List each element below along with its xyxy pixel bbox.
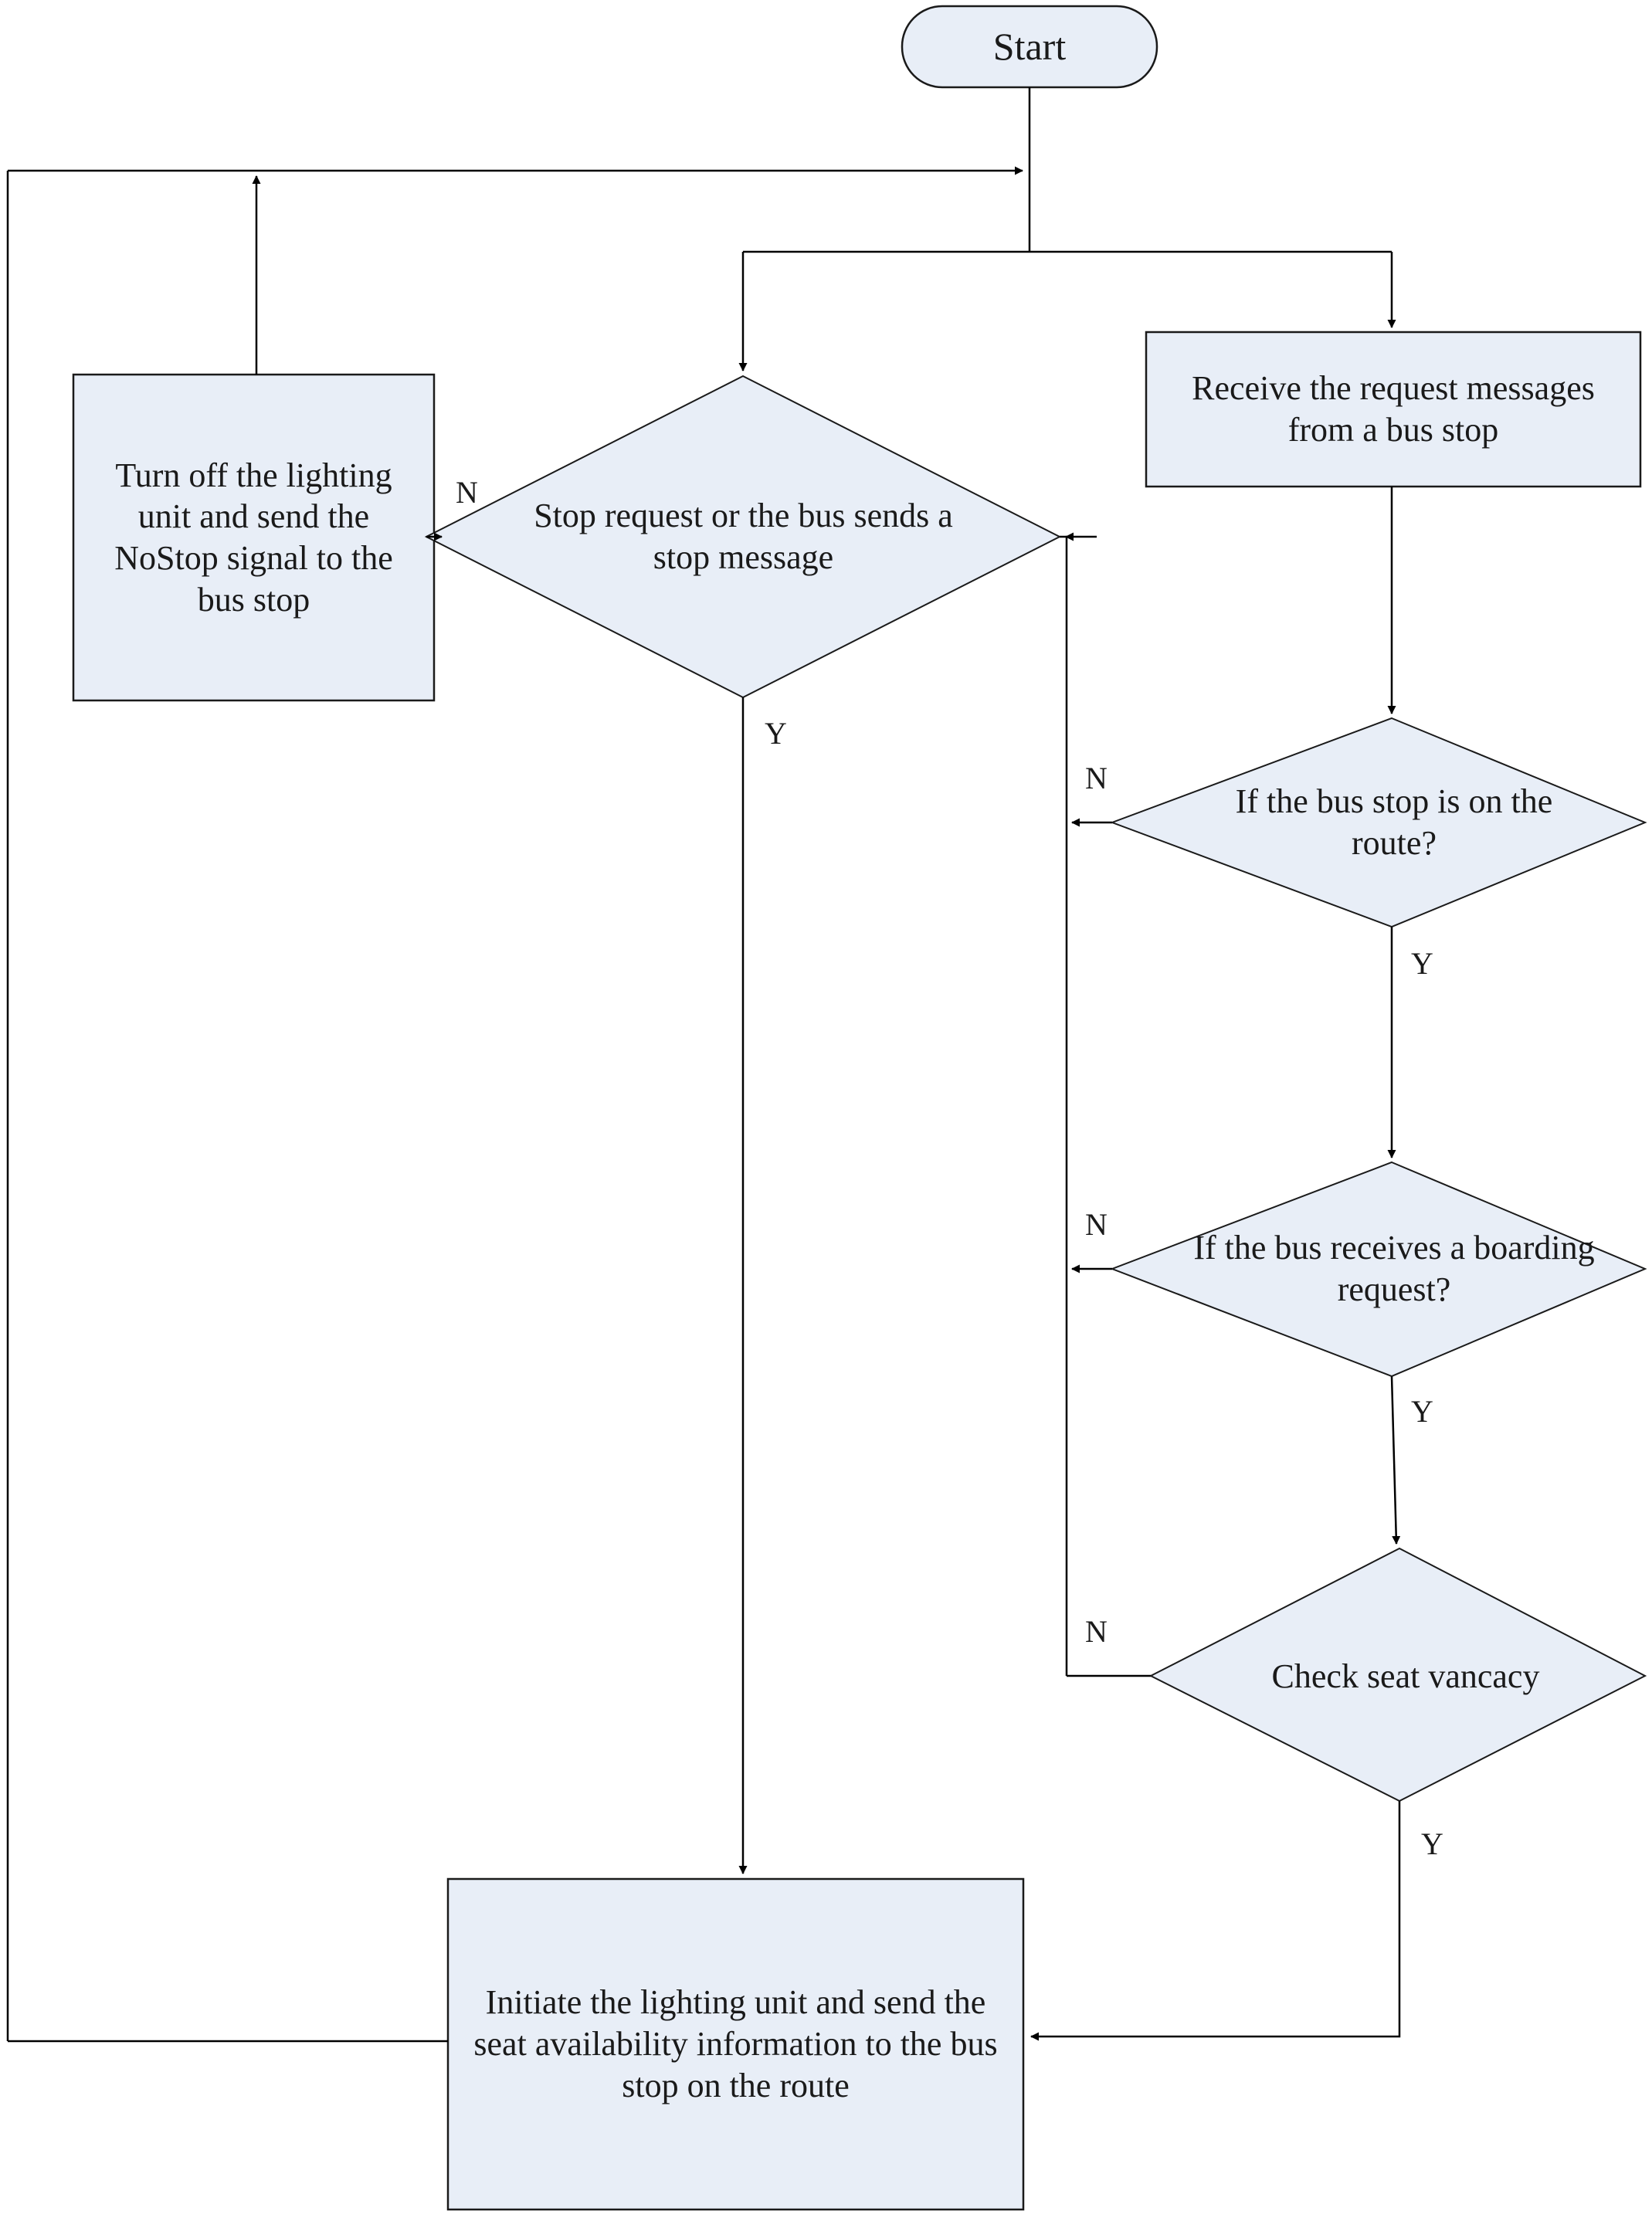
seat-vancacy-node-shape <box>1148 1547 1647 1803</box>
edge-label-boarding-yes: Y <box>1411 1394 1433 1429</box>
edge-label-on-route-yes: Y <box>1411 946 1433 981</box>
receive-node-shape <box>1145 331 1642 488</box>
stop-request-node-shape <box>424 375 1062 699</box>
turn-off-node-shape <box>72 373 436 702</box>
edge-boarding-yes-to-seat-vancacy <box>1390 1375 1401 1545</box>
edge-label-on-route-no: N <box>1085 761 1108 795</box>
boarding-node-shape <box>1110 1161 1647 1378</box>
edge-label-stop-request-yes: Y <box>765 716 787 751</box>
edge-label-stop-request-no: N <box>456 475 478 510</box>
edge-label-boarding-no: N <box>1085 1207 1108 1242</box>
initiate-node-shape <box>446 1877 1025 2211</box>
edge-label-seat-vancacy-no: N <box>1085 1614 1108 1649</box>
edge-label-seat-vancacy-yes: Y <box>1421 1826 1443 1861</box>
on-route-node-shape <box>1110 717 1647 928</box>
start-node-shape <box>901 5 1158 89</box>
edge-seat-vancacy-yes-to-initiate <box>1030 1801 1401 2041</box>
